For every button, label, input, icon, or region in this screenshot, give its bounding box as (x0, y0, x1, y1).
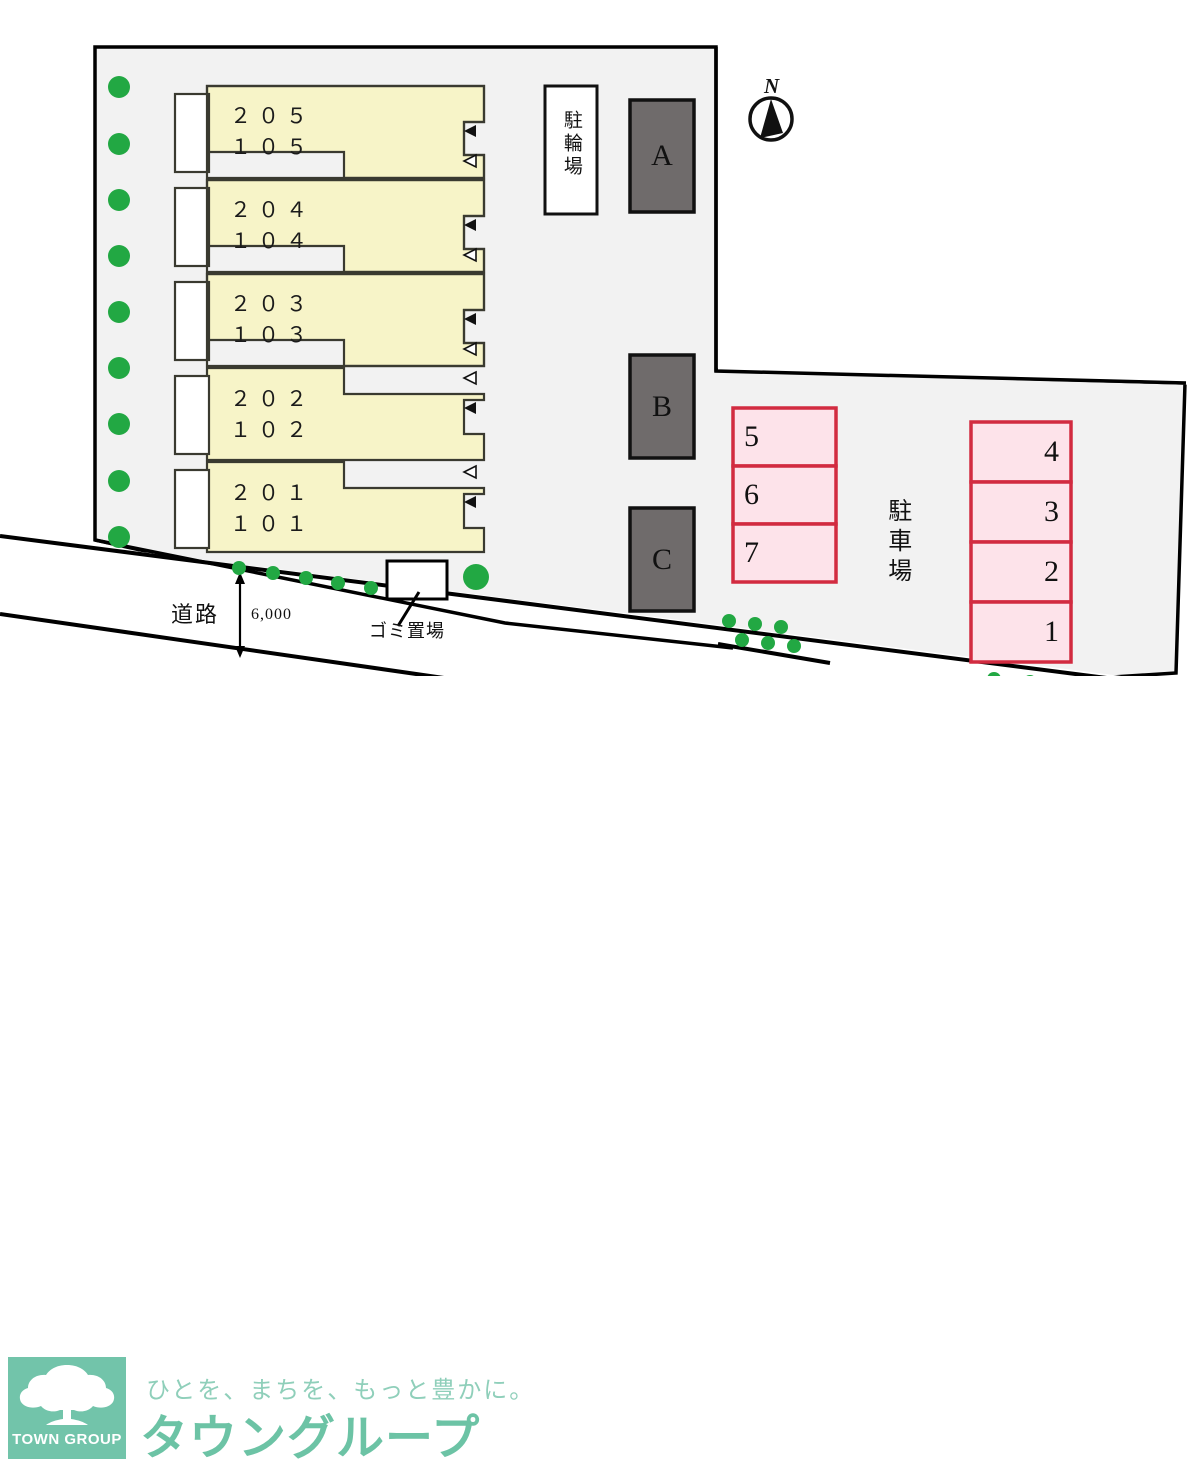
parking-group-left (731, 406, 838, 584)
unit-label-104-lower: １０４ (230, 229, 314, 253)
tree-icon (19, 1365, 115, 1425)
tree-dot-cluster-parking-left (722, 614, 801, 653)
tree-dot-row-bottom (232, 561, 489, 595)
unit-block-201 (173, 460, 486, 554)
town-group-badge: TOWN GROUP (8, 1357, 126, 1459)
storage-block-a-label: A (651, 139, 673, 172)
storage-block-b (628, 353, 696, 460)
site-plan: ２０５ １０５ ２０４ １０４ ２０３ １０３ ２０２ １０２ ２０１ １０１ … (0, 45, 1200, 1466)
storage-block-c (628, 506, 696, 613)
garbage-leader-line (396, 591, 421, 627)
lot-notch-white (718, 45, 1200, 385)
unit-block-205 (173, 84, 486, 180)
car-parking-label: 駐車場 (878, 498, 914, 594)
unit-label-203-upper: ２０３ (230, 292, 314, 316)
unit-label-105-lower: １０５ (230, 135, 314, 159)
road-width-dimension (235, 572, 245, 658)
garbage-station-box (385, 559, 449, 601)
bicycle-parking-box (543, 84, 599, 216)
parking-stall-3-label: 3 (1044, 495, 1059, 528)
road-label: 道路 (171, 602, 220, 627)
footer-logo-bar: TOWN GROUP ひとを、まちを、もっと豊かに。 タウングループ (0, 676, 1200, 1466)
bicycle-parking-label: 駐輪場 (553, 110, 589, 185)
storage-block-c-label: C (651, 542, 672, 576)
lot-edge-seg-left (717, 642, 831, 665)
unit-block-203 (173, 272, 486, 368)
entrance-arrow-201 (464, 496, 476, 508)
unit-label-205-upper: ２０５ (230, 104, 314, 128)
entrance-arrow-202 (464, 402, 476, 414)
parking-stall-6-label: 6 (744, 478, 759, 511)
storage-block-b-label: B (651, 389, 672, 423)
unit-label-101-lower: １０１ (230, 512, 314, 536)
bicycle-parking-label-text: 駐輪場 (560, 110, 582, 179)
parking-stall-2-label: 2 (1044, 555, 1059, 588)
parking-group-right (969, 420, 1073, 664)
footer-brand-name: タウングループ (140, 1410, 481, 1466)
tree-dot-column-left (108, 76, 130, 548)
parking-stall-4-label: 4 (1044, 435, 1059, 468)
unit-block-202 (173, 366, 486, 462)
entrance-arrow-205 (464, 125, 476, 137)
balcony-arrow-102 (462, 464, 477, 480)
entrance-arrow-203 (464, 313, 476, 325)
site-plan-canvas (0, 45, 1200, 787)
unit-label-202-upper: ２０２ (230, 387, 314, 411)
garbage-station-label: ゴミ置場 (369, 621, 445, 641)
town-group-badge-text: TOWN GROUP (12, 1431, 122, 1448)
parking-stall-1-label: 1 (1044, 615, 1059, 648)
road-width-dimension-label: 6,000 (251, 606, 292, 623)
balcony-arrow-104 (462, 247, 477, 263)
balcony-arrow-105 (462, 153, 477, 169)
storage-block-a (628, 98, 696, 214)
unit-label-201-upper: ２０１ (230, 481, 314, 505)
lot-bottom-edge (94, 538, 734, 650)
compass-rose (748, 96, 794, 142)
lot-boundary-upper-right (714, 47, 1187, 385)
car-parking-label-text: 駐車場 (883, 498, 910, 588)
balcony-arrow-103 (462, 341, 477, 357)
balcony-arrow-103b (462, 370, 477, 386)
unit-block-204 (173, 178, 486, 274)
compass-north-label: N (764, 74, 780, 98)
unit-label-204-upper: ２０４ (230, 198, 314, 222)
unit-label-103-lower: １０３ (230, 323, 314, 347)
parking-stall-7-label: 7 (744, 536, 759, 569)
parking-stall-5-label: 5 (744, 420, 759, 453)
entrance-arrow-204 (464, 219, 476, 231)
unit-label-102-lower: １０２ (230, 418, 314, 442)
